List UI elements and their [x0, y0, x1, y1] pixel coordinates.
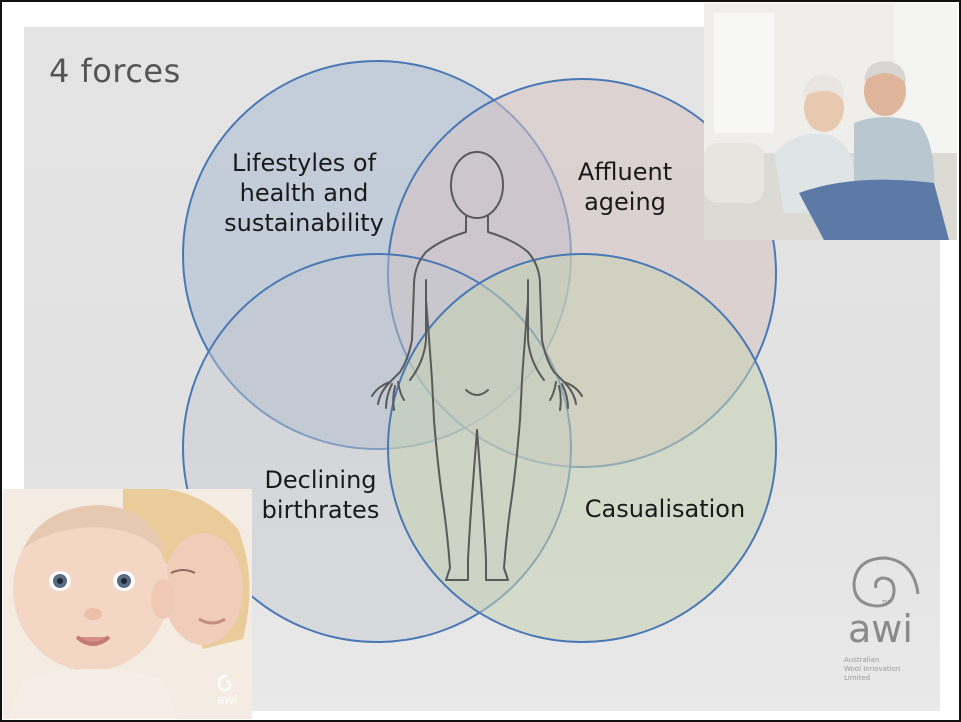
label-declining-line2: birthrates — [261, 496, 380, 524]
awi-sub-line2: Wool Innovation — [844, 665, 901, 673]
label-lohas-line2: health and — [239, 179, 369, 207]
label-affluent-ageing: Affluent ageing — [560, 157, 690, 217]
label-lohas: Lifestyles of health and sustainability — [214, 148, 394, 238]
label-affluent-line1: Affluent — [577, 158, 673, 186]
label-casualisation: Casualisation — [584, 495, 746, 523]
label-declining-line1: Declining — [264, 466, 377, 494]
mother-and-baby-photo — [3, 489, 252, 719]
slide-title: 4 forces — [49, 52, 181, 90]
awi-sub-text: Australian Wool Innovation Limited — [844, 656, 900, 683]
human-body-outline-icon — [371, 151, 583, 581]
awi-swirl-logo-icon: awi — [217, 675, 238, 707]
awi-brand-text: awi — [848, 607, 913, 651]
awi-sub-line3: Limited — [844, 674, 871, 682]
awi-swirl-logo-icon — [852, 556, 920, 608]
label-lohas-line3: sustainability — [224, 209, 384, 237]
awi-brand-logo: TM awi — [848, 556, 920, 651]
label-affluent-line2: ageing — [584, 188, 666, 216]
circle-casualisation — [387, 253, 777, 643]
label-lohas-line1: Lifestyles of — [231, 149, 377, 177]
awi-tm: TM — [881, 600, 889, 606]
svg-text:awi: awi — [217, 693, 238, 707]
awi-sub-line1: Australian — [844, 656, 880, 664]
label-declining-birthrates: Declining birthrates — [248, 465, 393, 525]
elderly-couple-photo — [704, 3, 957, 240]
